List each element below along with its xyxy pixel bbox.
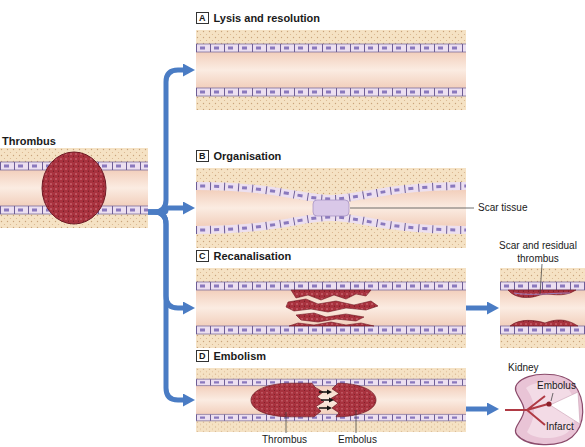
flow-arrow — [148, 70, 187, 212]
panel-letter: A — [196, 12, 209, 24]
callout-label: Infarct — [546, 421, 574, 433]
thrombus-vessel-node: Thrombus — [0, 148, 148, 228]
leader-line — [356, 410, 357, 433]
vessel-wall — [196, 368, 466, 432]
panel-title: Lysis and resolution — [214, 12, 321, 24]
flow-arrow — [148, 212, 187, 308]
node-title: Thrombus — [2, 135, 56, 147]
scar-tissue — [313, 200, 349, 216]
infarct-wedge — [550, 392, 580, 424]
residual-thrombus — [508, 290, 576, 298]
panel-letter: B — [196, 150, 209, 162]
kidney-illustration — [505, 374, 583, 444]
panel-letter: C — [196, 250, 209, 262]
node-heading: B Organisation — [196, 148, 281, 163]
outcome-panel: CRecanalisation — [196, 268, 466, 348]
residual-thrombus — [510, 320, 578, 326]
leader-line — [551, 393, 553, 401]
node-title: Kidney — [508, 362, 539, 373]
vessel-wall — [196, 30, 466, 110]
renal-artery — [505, 396, 548, 425]
lysis-vessel — [196, 30, 466, 110]
embolus-mass — [331, 383, 376, 417]
embolism-vessel — [196, 368, 466, 432]
thrombus-mass — [251, 383, 324, 417]
leader-line — [286, 412, 287, 433]
panel-title: Embolism — [214, 350, 267, 362]
flow-arrow — [466, 407, 491, 412]
callout-label: Embolus — [537, 380, 576, 392]
leader-line — [350, 208, 474, 209]
movement-arrows — [319, 390, 334, 411]
thrombus-fragments — [286, 290, 378, 326]
node-heading: D Embolism — [196, 348, 266, 363]
panel-letter: D — [196, 350, 209, 362]
vessel-wall — [196, 268, 466, 348]
node-heading: A Lysis and resolution — [196, 10, 320, 25]
node-heading: Scar and residual thrombus — [492, 238, 584, 264]
vessel-wall — [500, 268, 585, 348]
leader-line — [540, 264, 542, 294]
embolus-dot — [546, 401, 551, 406]
flow-arrow — [466, 306, 491, 311]
callout-label: Thrombus — [262, 434, 307, 446]
panel-title: Organisation — [214, 150, 282, 162]
thrombus-mass — [42, 152, 106, 224]
residual-vessel-node: Scar and residual thrombus — [500, 268, 585, 348]
flow-arrow — [148, 208, 187, 212]
node-heading: Kidney — [508, 359, 539, 374]
callout-label: Embolus — [338, 434, 377, 446]
outcome-panel: ALysis and resolution — [196, 30, 466, 110]
node-title: Scar and residual thrombus — [499, 240, 577, 264]
callout-label: Scar tissue — [478, 202, 527, 214]
flow-arrow — [148, 212, 187, 400]
scar-line — [514, 293, 570, 294]
outcome-panel: BOrganisation — [196, 168, 466, 248]
residual-vessel — [500, 268, 585, 348]
node-heading: Thrombus — [2, 133, 56, 148]
outcome-panel: DEmbolism — [196, 368, 466, 432]
recanalisation-vessel — [196, 268, 466, 348]
node-heading: C Recanalisation — [196, 248, 291, 263]
panel-title: Recanalisation — [214, 250, 292, 262]
